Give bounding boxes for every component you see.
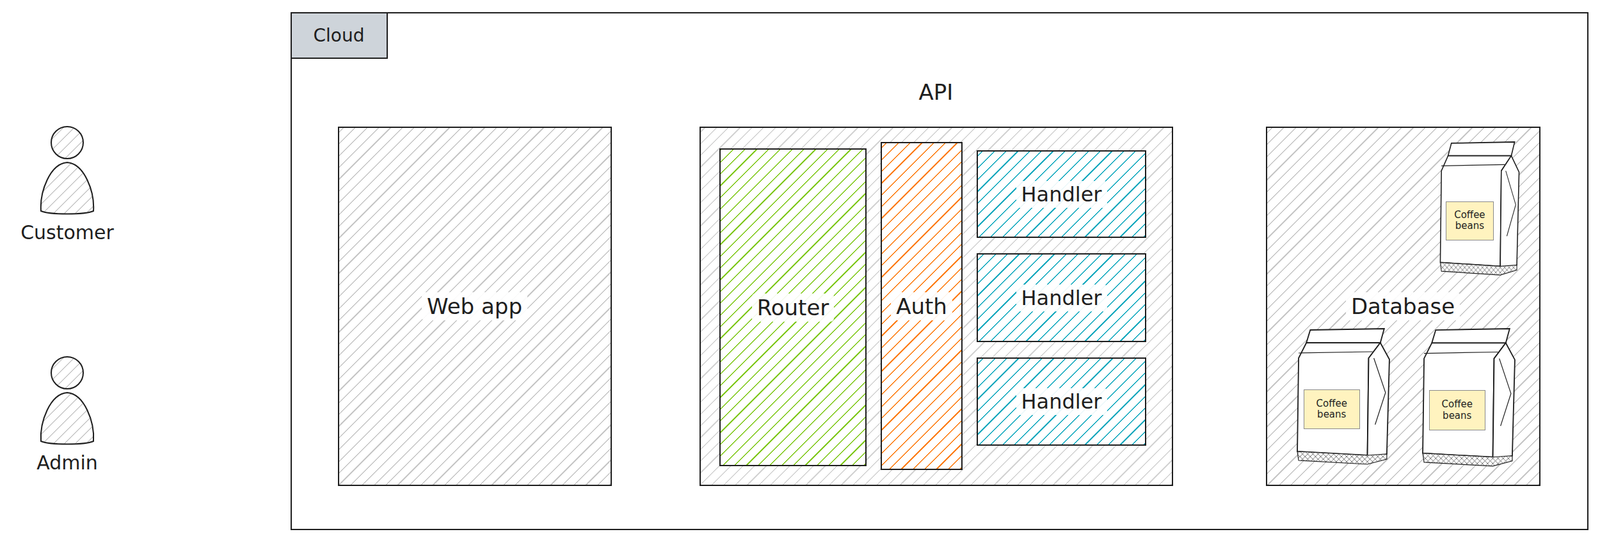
- api-box: RouterAuthHandlerHandlerHandlerAPI: [699, 126, 1174, 487]
- router-box: Router: [719, 148, 867, 467]
- bag-label: Coffee beans: [1303, 389, 1360, 430]
- bag-label: Coffee beans: [1429, 390, 1486, 431]
- coffee-bag: Coffee beans: [1420, 328, 1518, 469]
- box-label: Auth: [890, 292, 953, 321]
- box-label: Database: [1345, 292, 1460, 321]
- coffee-bag: Coffee beans: [1294, 328, 1392, 467]
- bag-bottom: [1297, 451, 1387, 465]
- person-head: [51, 126, 84, 159]
- person-body: [40, 392, 94, 445]
- web-app-box: Web app: [337, 126, 612, 487]
- bag-side: [1500, 156, 1519, 274]
- coffee-bag: Coffee beans: [1438, 142, 1522, 278]
- bag-side: [1367, 343, 1389, 463]
- actor: Admin: [25, 352, 109, 480]
- bag-bottom: [1422, 453, 1513, 467]
- person-body: [40, 162, 94, 215]
- bag-label-text: Coffee beans: [1446, 209, 1494, 233]
- database-box: Coffee beansCoffee beansCoffee beansData…: [1265, 126, 1541, 487]
- box-label: Handler: [1016, 284, 1108, 312]
- auth-box: Auth: [880, 142, 963, 471]
- frame-tab: Cloud: [290, 12, 388, 59]
- bag-seal: [1448, 142, 1515, 157]
- box-label: Web app: [421, 292, 528, 321]
- person-head: [51, 357, 84, 390]
- bag-seal: [1306, 328, 1385, 344]
- bag-side: [1492, 343, 1515, 464]
- box-label: Handler: [1016, 388, 1108, 416]
- handler-box: Handler: [976, 253, 1147, 343]
- bag-label-text: Coffee beans: [1304, 398, 1360, 422]
- bag-bottom: [1440, 262, 1517, 276]
- cloud-frame: Web appRouterAuthHandlerHandlerHandlerAP…: [290, 12, 1589, 531]
- handler-box: Handler: [976, 357, 1147, 447]
- group-heading: API: [919, 79, 954, 105]
- bag-seal: [1431, 328, 1510, 344]
- box-label: Router: [752, 293, 835, 322]
- bag-label: Coffee beans: [1445, 201, 1494, 241]
- handler-box: Handler: [976, 150, 1147, 239]
- box-label: Handler: [1016, 181, 1108, 208]
- actor-label: Admin: [36, 451, 98, 475]
- bag-label-text: Coffee beans: [1429, 399, 1485, 422]
- actor-label: Customer: [20, 221, 114, 244]
- actor: Customer: [25, 121, 109, 250]
